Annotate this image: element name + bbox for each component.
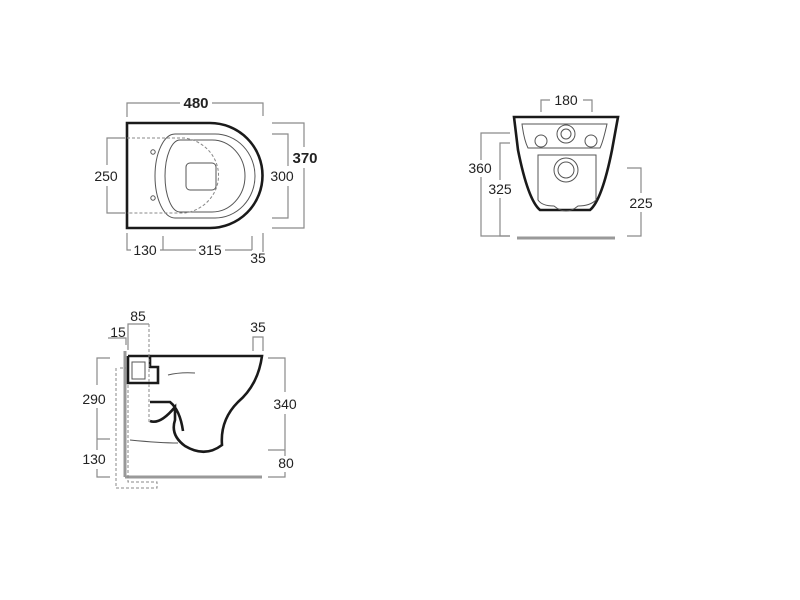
outlet	[185, 162, 217, 191]
dim-250: 250	[94, 168, 118, 184]
dim-85: 85	[130, 308, 146, 324]
fixing-hole	[150, 149, 156, 155]
side-view: 85 15 35 290 130 340 80	[82, 308, 297, 489]
dim-290: 290	[82, 391, 106, 407]
outlet-housing	[537, 154, 597, 212]
outlet	[557, 161, 575, 179]
dim-340: 340	[273, 396, 297, 412]
dim-35-side: 35	[250, 319, 266, 335]
dim-35: 35	[250, 250, 266, 266]
inlet-spigot	[126, 356, 160, 385]
dim-15: 15	[110, 324, 126, 340]
inlet-connector	[131, 361, 146, 380]
dim-225: 225	[629, 195, 653, 211]
flush-rim	[167, 372, 196, 376]
seat-outline	[127, 137, 220, 214]
fixing-hole	[150, 195, 156, 201]
outlet-ring	[553, 157, 579, 183]
bowl-inner	[164, 139, 246, 213]
dim-360: 360	[468, 160, 492, 176]
dim-180: 180	[554, 92, 578, 108]
fixing-right	[584, 134, 598, 148]
back-plate	[521, 123, 608, 149]
base-line	[129, 439, 179, 444]
bowl-profile	[128, 354, 264, 454]
dim-130: 130	[133, 242, 157, 258]
dim-480: 480	[183, 95, 208, 112]
fixing-left	[534, 134, 548, 148]
dim-300: 300	[270, 168, 294, 184]
front-view: 180 360 325 225	[468, 92, 653, 240]
dim-80: 80	[278, 455, 294, 471]
bowl-rim	[154, 133, 256, 219]
dim-315: 315	[198, 242, 222, 258]
inlet-ring	[556, 124, 576, 144]
dim-370: 370	[292, 150, 317, 167]
top-outline	[125, 121, 264, 230]
front-outline	[512, 115, 620, 212]
dim-325: 325	[488, 181, 512, 197]
frame-outline	[115, 367, 158, 489]
dim-130-side: 130	[82, 451, 106, 467]
inlet	[560, 128, 572, 140]
top-view: 480 370 300 250 130 315 35	[94, 95, 317, 266]
